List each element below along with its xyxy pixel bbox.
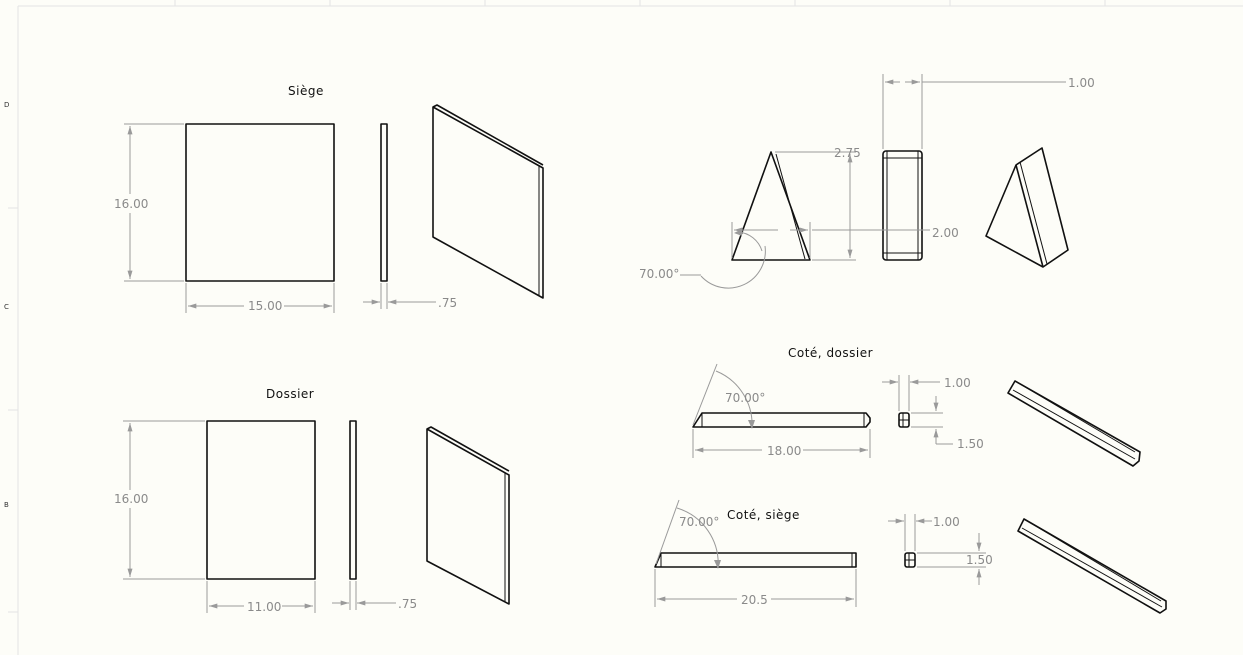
cote-siege-side-view — [654, 552, 857, 568]
cote-siege-height-value: 1.50 — [966, 553, 993, 567]
triangle-angle-value: 70.00° — [639, 267, 679, 281]
siege-height-dimension — [124, 123, 184, 282]
siege-width-dimension — [185, 283, 335, 313]
dossier-side-view — [349, 420, 357, 580]
cote-dossier-length-value: 18.00 — [767, 444, 801, 458]
cote-dossier-width-value: 1.00 — [944, 376, 971, 390]
cote-siege-width-value: 1.00 — [933, 515, 960, 529]
cote-siege-iso-view — [1017, 518, 1167, 614]
zone-label-b: B — [4, 501, 9, 509]
dossier-iso-view — [426, 426, 510, 605]
siege-thickness-value: .75 — [438, 296, 457, 310]
cote-dossier-angle-dimension — [692, 363, 755, 429]
cote-siege-length-value: 20.5 — [741, 593, 768, 607]
siege-side-view — [380, 123, 388, 282]
triangle-base-value: 2.00 — [932, 226, 959, 240]
siege-iso-view — [432, 104, 544, 299]
dossier-thickness-dimension — [332, 581, 396, 610]
cote-siege-title: Coté, siège — [727, 508, 800, 522]
cote-dossier-section-view — [898, 412, 910, 428]
view-siege: Siège 16.00 15.00 .75 — [114, 84, 544, 313]
siege-height-value: 16.00 — [114, 197, 148, 211]
triangle-depth-value: 1.00 — [1068, 76, 1095, 90]
cote-siege-angle-dimension — [655, 499, 721, 569]
dossier-height-dimension — [123, 420, 205, 580]
triangle-angle-dimension — [680, 229, 766, 289]
view-triangle-support: 2.75 2.00 1.00 70.00° — [639, 74, 1095, 289]
cote-dossier-title: Coté, dossier — [788, 346, 873, 360]
cote-dossier-height-value: 1.50 — [957, 437, 984, 451]
siege-width-value: 15.00 — [248, 299, 282, 313]
triangle-height-dimension — [775, 151, 856, 261]
cote-siege-section-view — [904, 552, 916, 568]
dossier-width-dimension — [206, 581, 316, 613]
siege-title: Siège — [288, 84, 324, 98]
cote-dossier-width-dimension — [882, 375, 940, 411]
cote-siege-height-dimension — [917, 533, 986, 585]
triangle-depth-dimension — [882, 74, 1066, 149]
triangle-iso-view — [985, 147, 1069, 268]
cote-dossier-side-view — [692, 412, 871, 428]
dossier-title: Dossier — [266, 387, 314, 401]
dossier-height-value: 16.00 — [114, 492, 148, 506]
siege-thickness-dimension — [363, 283, 436, 309]
cote-siege-angle-value: 70.00° — [679, 515, 719, 529]
sheet-frame: D C B — [4, 0, 1243, 655]
view-cote-siege: Coté, siège 70.00° 20.5 — [654, 499, 1167, 614]
triangle-front-view — [731, 151, 811, 261]
cote-siege-length-dimension — [654, 569, 857, 607]
view-cote-dossier: Coté, dossier 70.00° 18 — [692, 346, 1141, 467]
cote-siege-width-dimension — [888, 514, 932, 551]
siege-front-view — [185, 123, 335, 282]
dossier-front-view — [206, 420, 316, 580]
zone-label-c: C — [4, 303, 9, 311]
dossier-width-value: 11.00 — [247, 600, 281, 614]
zone-label-d: D — [4, 101, 9, 109]
cote-dossier-height-dimension — [911, 396, 953, 445]
triangle-height-value: 2.75 — [834, 146, 861, 160]
cote-dossier-length-dimension — [692, 429, 871, 458]
view-dossier: Dossier 16.00 11.00 .75 — [114, 387, 510, 614]
cote-dossier-iso-view — [1007, 380, 1141, 467]
triangle-side-view — [882, 150, 923, 261]
cote-dossier-angle-value: 70.00° — [725, 391, 765, 405]
dossier-thickness-value: .75 — [398, 597, 417, 611]
